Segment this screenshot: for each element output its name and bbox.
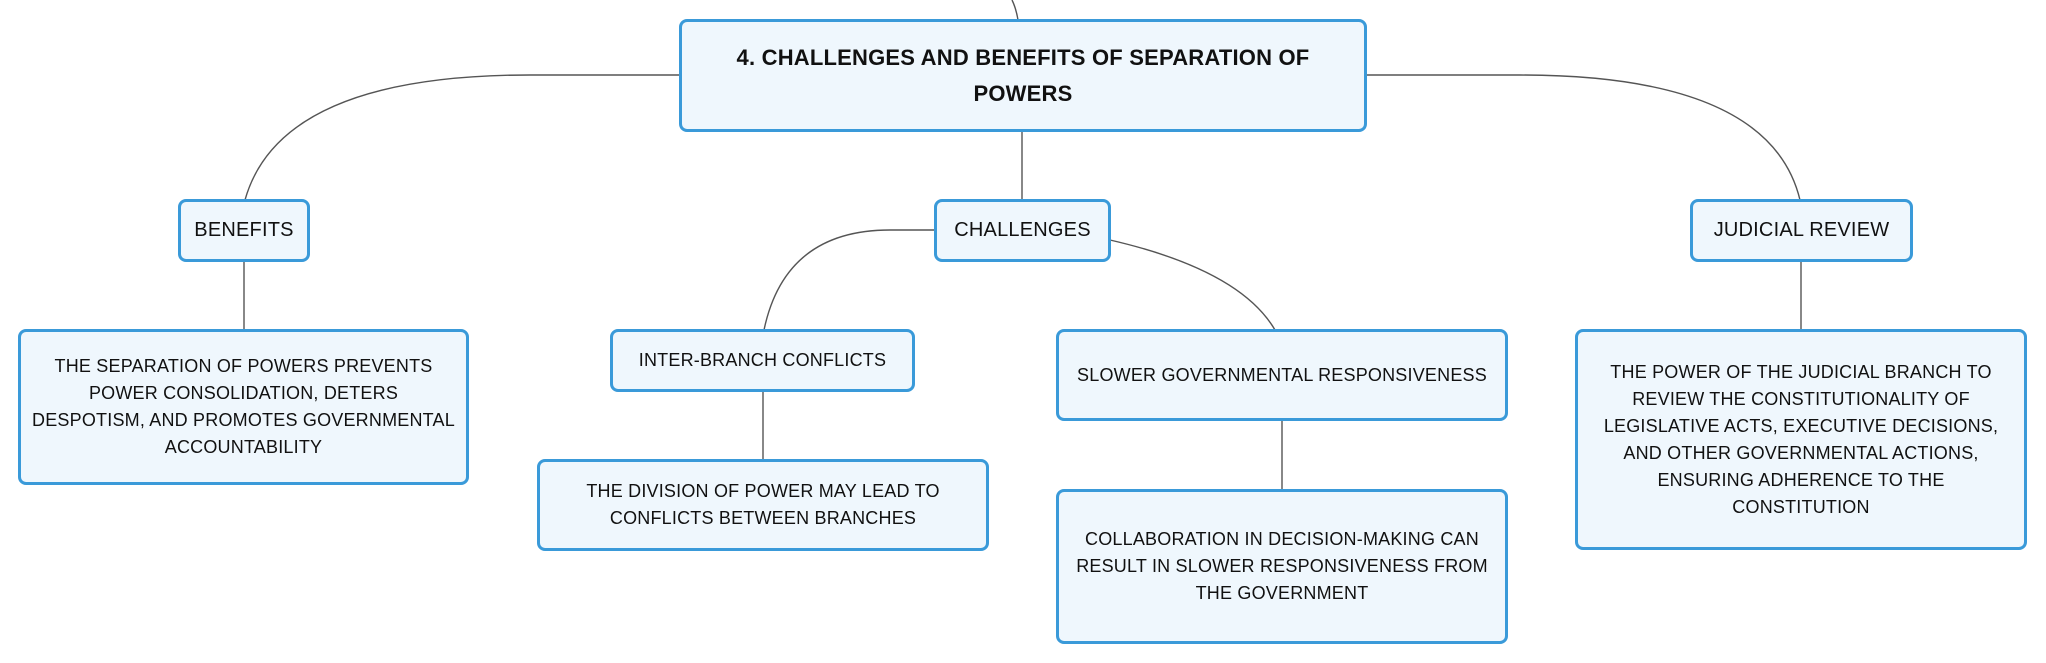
inter-branch-conflicts-label: INTER-BRANCH CONFLICTS [638,350,887,370]
benefits-description[interactable]: THE SEPARATION OF POWERS PREVENTS POWER … [18,329,469,485]
benefits-topic[interactable]: BENEFITS [178,199,310,262]
root-topic-title: 4. CHALLENGES AND BENEFITS OF SEPARATION… [736,44,1310,106]
slower-responsiveness-description-text: COLLABORATION IN DECISION-MAKING CAN RES… [1076,529,1488,603]
challenges-topic-label: CHALLENGES [954,219,1091,241]
connector-challenges-slower [1109,239,1276,331]
inter-branch-conflicts-description-text: THE DIVISION OF POWER MAY LEAD TO CONFLI… [586,481,940,528]
connector-root-benefits [244,74,680,201]
connector-challenges-interbranch [763,229,934,331]
inter-branch-conflicts-topic[interactable]: INTER-BRANCH CONFLICTS [610,329,915,392]
judicial-review-topic-label: JUDICIAL REVIEW [1713,219,1890,241]
slower-responsiveness-label: SLOWER GOVERNMENTAL RESPONSIVENESS [1077,364,1487,385]
challenges-topic[interactable]: CHALLENGES [934,199,1111,262]
root-topic[interactable]: 4. CHALLENGES AND BENEFITS OF SEPARATION… [679,19,1367,132]
benefits-description-text: THE SEPARATION OF POWERS PREVENTS POWER … [32,356,455,457]
slower-responsiveness-description[interactable]: COLLABORATION IN DECISION-MAKING CAN RES… [1056,489,1508,644]
judicial-review-description[interactable]: THE POWER OF THE JUDICIAL BRANCH TO REVI… [1575,329,2027,550]
judicial-review-description-text: THE POWER OF THE JUDICIAL BRANCH TO REVI… [1603,361,1999,517]
benefits-topic-label: BENEFITS [194,219,294,241]
inter-branch-conflicts-description[interactable]: THE DIVISION OF POWER MAY LEAD TO CONFLI… [537,459,989,551]
connector-root-judicial [1366,74,1801,201]
connector-parent [1011,0,1019,21]
slower-responsiveness-topic[interactable]: SLOWER GOVERNMENTAL RESPONSIVENESS [1056,329,1508,421]
judicial-review-topic[interactable]: JUDICIAL REVIEW [1690,199,1913,262]
